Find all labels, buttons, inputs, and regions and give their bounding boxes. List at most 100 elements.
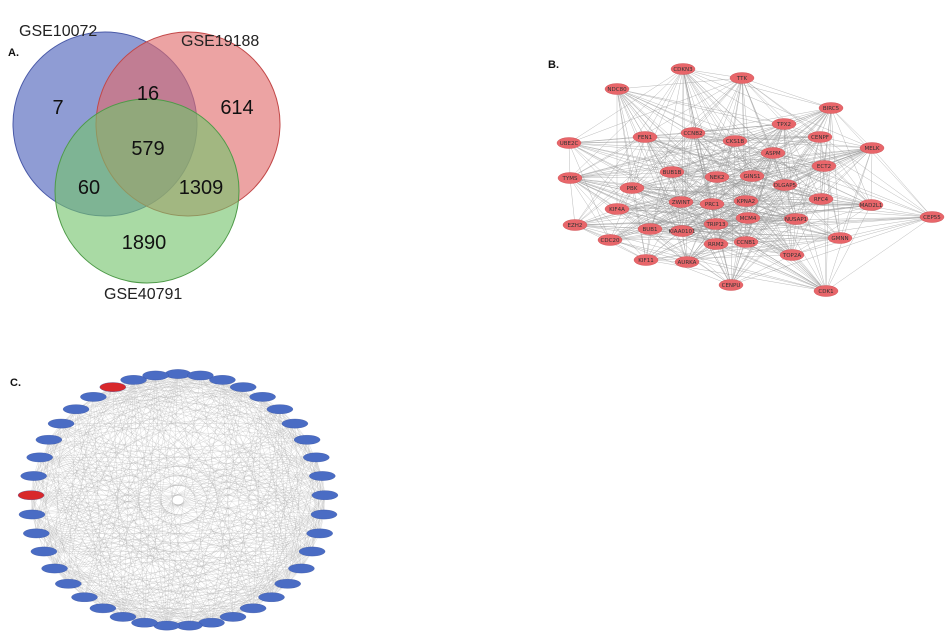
network-b-node: AURKA bbox=[674, 256, 700, 268]
network-b-node-label: RRM2 bbox=[708, 242, 724, 248]
network-c-edge bbox=[54, 423, 62, 569]
network-c-edge bbox=[43, 551, 167, 626]
network-c-edge bbox=[189, 379, 223, 626]
network-b-edge bbox=[574, 175, 753, 226]
network-c-edge bbox=[31, 514, 145, 623]
network-c-edge bbox=[48, 439, 325, 515]
network-b-edge bbox=[783, 123, 797, 220]
network-b-edge bbox=[830, 107, 841, 239]
network-c-node bbox=[71, 592, 98, 602]
network-b-edge bbox=[830, 107, 872, 206]
network-b-node: UBE2C bbox=[556, 137, 582, 149]
network-c-node bbox=[219, 612, 247, 622]
network-b-node: KIF4A bbox=[604, 203, 630, 215]
network-c-edge bbox=[31, 386, 244, 496]
network-b-node-label: PBK bbox=[627, 186, 638, 192]
network-b-node-label: EZH2 bbox=[568, 223, 583, 229]
network-b-edge bbox=[692, 132, 822, 200]
network-b-node: RRM2 bbox=[703, 238, 729, 250]
network-c-edge bbox=[84, 439, 308, 598]
network-b-edge bbox=[616, 88, 785, 125]
network-c-panel: C. bbox=[10, 369, 339, 631]
network-b-edge bbox=[730, 217, 749, 286]
network-c-edge bbox=[68, 457, 317, 584]
network-c-edge bbox=[31, 495, 288, 584]
network-c-edge bbox=[43, 379, 134, 552]
network-b-node-label: RFC4 bbox=[814, 197, 829, 203]
network-c-edge bbox=[43, 373, 179, 552]
venn-count-only-gse19188: 614 bbox=[220, 97, 253, 119]
network-c-edge bbox=[43, 551, 302, 569]
network-c-edge bbox=[68, 409, 77, 584]
network-c-edge bbox=[211, 423, 296, 623]
network-c-edge bbox=[48, 375, 156, 440]
network-b-node-label: NUSAP1 bbox=[785, 217, 807, 223]
network-b-edge bbox=[616, 208, 797, 220]
network-c-edge bbox=[200, 375, 326, 496]
network-c-edge bbox=[93, 396, 145, 623]
network-c-edge bbox=[155, 375, 190, 626]
network-b-node: ZWINT bbox=[668, 196, 694, 208]
network-c-edge bbox=[43, 409, 281, 552]
network-c-edge bbox=[133, 379, 323, 477]
network-b-node: DLGAP5 bbox=[772, 179, 798, 191]
network-b-edge bbox=[839, 216, 933, 239]
network-b-edge bbox=[716, 152, 774, 178]
network-b-edge bbox=[692, 132, 873, 149]
network-b-node-label: BIRC5 bbox=[823, 106, 840, 112]
network-b-edge bbox=[574, 132, 694, 226]
network-b-edge bbox=[616, 203, 713, 210]
network-b-edge bbox=[745, 200, 793, 256]
network-c-node bbox=[55, 579, 82, 589]
network-b-node-label: CDKN3 bbox=[673, 67, 693, 73]
network-b-node-shape bbox=[597, 234, 623, 246]
network-b-edge bbox=[716, 147, 873, 178]
network-b-edge bbox=[692, 132, 718, 178]
network-b-node: EZH2 bbox=[562, 219, 588, 231]
network-b-edge bbox=[730, 218, 797, 286]
network-c-edge bbox=[222, 379, 234, 617]
network-b-edge bbox=[569, 177, 611, 241]
network-b-edge bbox=[569, 177, 576, 226]
network-c-edge bbox=[43, 533, 320, 552]
network-c-edge bbox=[31, 457, 317, 496]
network-b-node-label: BUB1 bbox=[642, 227, 657, 233]
network-b-nodes: CDKN3TTKNDC80BIRC5UBE2CFEN1CCNB2CKS1BTPX… bbox=[556, 63, 945, 297]
network-c-edge bbox=[84, 373, 179, 598]
network-c-edge bbox=[36, 533, 313, 552]
network-b-edge bbox=[649, 152, 774, 230]
network-b-node: CEP55 bbox=[919, 211, 945, 223]
network-c-edge bbox=[48, 386, 244, 440]
network-c-edge bbox=[36, 533, 302, 569]
network-b-node: CCNB1 bbox=[733, 236, 759, 248]
network-b-edge bbox=[795, 147, 873, 220]
network-b-node: KIF11 bbox=[633, 254, 659, 266]
network-b-edge bbox=[616, 88, 713, 205]
network-c-edge bbox=[31, 495, 254, 609]
network-c-edge bbox=[84, 551, 313, 598]
network-c-edge bbox=[68, 375, 201, 584]
network-b-edge bbox=[745, 107, 832, 243]
network-c-edge bbox=[144, 551, 313, 623]
network-c-edge bbox=[271, 409, 281, 598]
network-b-node: KPNA2 bbox=[733, 195, 759, 207]
network-b-edge bbox=[609, 239, 827, 292]
network-b-edge bbox=[825, 204, 872, 292]
network-c-edge bbox=[189, 387, 244, 626]
network-c-node bbox=[187, 370, 214, 381]
network-c-node bbox=[23, 528, 50, 539]
network-b-node-label: KPNA2 bbox=[737, 199, 755, 205]
network-b-edge bbox=[791, 204, 872, 256]
network-b-node-shape bbox=[619, 182, 645, 194]
network-b-edge bbox=[823, 165, 841, 239]
network-b-edge bbox=[616, 208, 749, 219]
network-c-edge bbox=[112, 386, 295, 424]
network-c-node-highlighted bbox=[99, 382, 126, 392]
network-b-node-shape bbox=[668, 196, 694, 208]
network-b-edge bbox=[569, 123, 785, 179]
network-c-edge bbox=[122, 375, 156, 617]
network-b-edge bbox=[569, 177, 683, 232]
network-b-node-label: AURKA bbox=[678, 260, 697, 266]
network-c-edge bbox=[112, 386, 313, 552]
network-b-edge bbox=[645, 223, 717, 261]
